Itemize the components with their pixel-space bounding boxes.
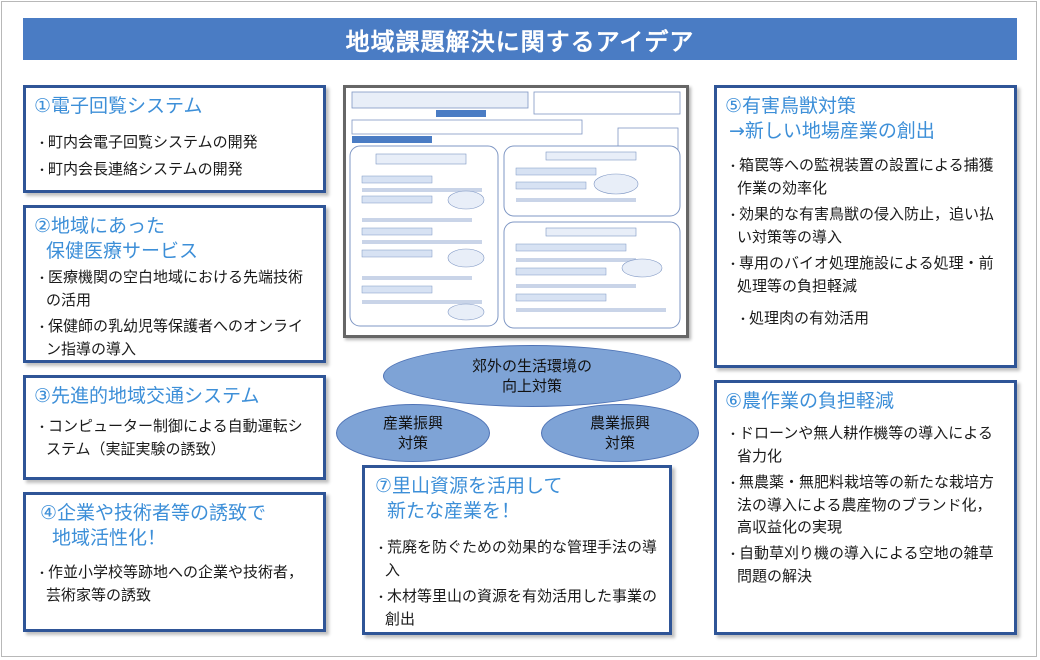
card-transport-system: ③先進的地域交通システム コンピューター制御による自動運転システム（実証実験の誘…: [23, 375, 326, 480]
card-title: ①電子回覧システム: [34, 95, 203, 117]
ellipse-line1: 郊外の生活環境の: [471, 357, 592, 375]
bullet-item: 町内会長連絡システムの開発: [36, 158, 315, 181]
bullet-item: 専用のバイオ処理施設による処理・前処理等の負担軽減: [727, 252, 1006, 297]
card-title: ③先進的地域交通システム: [34, 385, 260, 407]
bullet-item: 医療機関の空白地域における先端技術の活用: [36, 266, 315, 311]
card-title-line1: ②地域にあった: [34, 215, 166, 237]
bullet-item: 自動草刈り機の導入による空地の雑草問題の解決: [727, 542, 1006, 587]
ellipse-line1: 農業振興: [589, 414, 650, 432]
card-title: ⑤有害鳥獣対策 →新しい地場産業の創出: [717, 88, 1014, 144]
bullet-item: 箱罠等への監視装置の設置による捕獲作業の効率化: [727, 154, 1006, 199]
card-title: ⑥農作業の負担軽減: [725, 390, 895, 412]
bullet-item: コンピューター制御による自動運転システム（実証実験の誘致）: [36, 415, 315, 460]
card-title-line2: →新しい地場産業の創出: [729, 120, 935, 142]
card-electronic-circular: ①電子回覧システム 町内会電子回覧システムの開発 町内会長連絡システムの開発: [23, 85, 326, 193]
card-title: ⑦里山資源を活用して 新たな産業を！: [365, 468, 669, 524]
idea-map-thumbnail: [343, 85, 689, 338]
ellipse-line2: 対策: [604, 434, 635, 452]
bullet-item: 無農薬・無肥料栽培等の新たな栽培方法の導入による農産物のブランド化，高収益化の実…: [727, 471, 1006, 538]
bullet-item: 処理肉の有効活用: [727, 307, 1006, 330]
bullet-item: 作並小学校等跡地への企業や技術者，芸術家等の誘致: [36, 561, 315, 606]
ellipse-line2: 対策: [397, 434, 428, 452]
card-title-line2: 地域活性化！: [52, 527, 167, 549]
card-satoyama-resources: ⑦里山資源を活用して 新たな産業を！ 荒廃を防ぐための効果的な管理手法の導入 木…: [362, 465, 672, 635]
ellipse-suburban-living: 郊外の生活環境の 向上対策: [383, 345, 681, 407]
card-title: ②地域にあった 保健医療サービス: [26, 208, 323, 264]
ellipse-line2: 向上対策: [501, 377, 562, 395]
card-title-line2: 新たな産業を！: [387, 500, 521, 522]
ellipse-agriculture-promotion: 農業振興 対策: [541, 404, 699, 462]
card-title: ④企業や技術者等の誘致で 地域活性化！: [26, 495, 323, 551]
bullet-item: 木材等里山の資源を有効活用した事業の創出: [375, 585, 661, 630]
bullet-item: 保健師の乳幼児等保護者へのオンライン指導の導入: [36, 315, 315, 360]
bullet-item: 町内会電子回覧システムの開発: [36, 131, 315, 154]
ellipse-industry-promotion: 産業振興 対策: [336, 404, 490, 462]
card-wildlife-countermeasures: ⑤有害鳥獣対策 →新しい地場産業の創出 箱罠等への監視装置の設置による捕獲作業の…: [714, 85, 1017, 368]
page-title: 地域課題解決に関するアイデア: [23, 18, 1017, 60]
bullet-item: ドローンや無人耕作機等の導入による省力化: [727, 422, 1006, 467]
ellipse-line1: 産業振興: [382, 414, 443, 432]
bullet-item: 効果的な有害鳥獣の侵入防止，追い払い対策等の導入: [727, 203, 1006, 248]
card-title-line1: ⑤有害鳥獣対策: [725, 95, 857, 117]
card-health-services: ②地域にあった 保健医療サービス 医療機関の空白地域における先端技術の活用 保健…: [23, 205, 326, 363]
card-title-line2: 保健医療サービス: [46, 240, 199, 262]
card-title-line1: ⑦里山資源を活用して: [375, 475, 563, 497]
bullet-item: 荒廃を防ぐための効果的な管理手法の導入: [375, 536, 661, 581]
card-title-line1: ④企業や技術者等の誘致で: [40, 502, 267, 524]
card-business-attraction: ④企業や技術者等の誘致で 地域活性化！ 作並小学校等跡地への企業や技術者，芸術家…: [23, 492, 326, 632]
card-farming-burden: ⑥農作業の負担軽減 ドローンや無人耕作機等の導入による省力化 無農薬・無肥料栽培…: [714, 380, 1017, 635]
idea-map-graphic: [349, 91, 681, 329]
